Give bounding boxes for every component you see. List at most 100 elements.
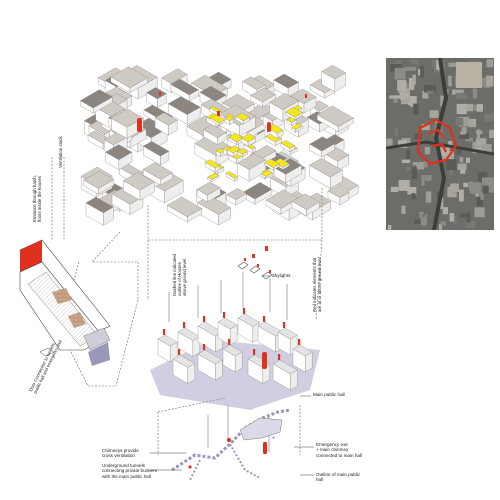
roof-block bbox=[146, 87, 167, 100]
photo-building bbox=[456, 103, 467, 115]
bunker-red-chimney bbox=[163, 329, 166, 335]
photo-building bbox=[424, 146, 431, 155]
photo-building bbox=[448, 141, 453, 149]
highlighted-house bbox=[222, 146, 231, 151]
bunker-house bbox=[272, 359, 298, 375]
highlighted-house bbox=[285, 107, 303, 118]
roof-block bbox=[309, 136, 335, 152]
photo-building bbox=[436, 59, 441, 71]
bunker-red-chimney bbox=[228, 339, 231, 345]
photo-building bbox=[408, 77, 415, 90]
bunker-house bbox=[257, 321, 283, 337]
roof-block bbox=[321, 65, 346, 80]
photo-building bbox=[389, 95, 401, 99]
photo-building bbox=[461, 127, 467, 134]
photo-building bbox=[387, 225, 392, 230]
photo-building bbox=[448, 62, 457, 67]
roof-block bbox=[242, 76, 266, 90]
bunker-red-chimney bbox=[203, 344, 206, 350]
roof-block bbox=[327, 185, 350, 198]
photo-building bbox=[421, 124, 430, 131]
roof-block bbox=[237, 153, 266, 170]
photo-building bbox=[442, 207, 448, 215]
photo-building bbox=[431, 60, 436, 68]
photo-building bbox=[407, 99, 415, 106]
highlighted-house bbox=[207, 172, 219, 180]
photo-building bbox=[475, 193, 480, 197]
highlighted-house bbox=[240, 133, 256, 143]
roof-block bbox=[167, 96, 201, 115]
photo-building bbox=[440, 221, 446, 226]
photo-building bbox=[411, 167, 417, 180]
roof-block bbox=[85, 196, 114, 214]
roof-block bbox=[110, 66, 148, 88]
underground-base bbox=[150, 340, 320, 410]
highlighted-house bbox=[224, 115, 234, 122]
photo-building bbox=[390, 186, 399, 192]
photo-building bbox=[457, 163, 467, 170]
roof-block bbox=[269, 92, 299, 111]
photo-building bbox=[425, 191, 432, 203]
photo-building bbox=[449, 213, 455, 222]
roof-block bbox=[309, 158, 343, 178]
photo-building bbox=[407, 186, 417, 195]
bunker-red-chimney bbox=[178, 349, 181, 355]
photo-building bbox=[445, 159, 457, 171]
bunker-house bbox=[222, 344, 243, 357]
photo-building bbox=[486, 59, 494, 68]
bunker-red-chimney bbox=[278, 354, 281, 360]
underground-tunnels bbox=[171, 408, 291, 481]
photo-building bbox=[409, 59, 419, 65]
roof-block bbox=[170, 78, 199, 96]
bunker-house bbox=[292, 344, 313, 357]
roof-block bbox=[196, 181, 221, 196]
main-public-hall-label: Main public hall bbox=[313, 392, 345, 397]
photo-building bbox=[456, 149, 462, 155]
photo-building bbox=[420, 65, 424, 78]
photo-building bbox=[476, 129, 480, 140]
photo-building bbox=[411, 193, 416, 200]
skylights-label: Skylights bbox=[272, 273, 291, 278]
photo-building bbox=[476, 196, 484, 207]
roof-block bbox=[316, 105, 354, 127]
photo-building bbox=[486, 75, 494, 87]
outline-hall-label: Outline of main public hall bbox=[316, 472, 361, 483]
chimneys-label: Chimneys provide cross ventilation bbox=[102, 448, 139, 459]
photo-building bbox=[401, 93, 409, 98]
roof-block bbox=[265, 189, 299, 209]
bunker-red-chimney bbox=[298, 339, 301, 345]
photo-building bbox=[429, 110, 439, 118]
bunker-red-chimney bbox=[203, 316, 206, 322]
roof-block bbox=[226, 188, 247, 200]
photo-building bbox=[452, 89, 464, 95]
photo-building bbox=[476, 130, 483, 134]
roof-block bbox=[83, 170, 115, 189]
photo-building bbox=[483, 144, 492, 154]
photo-building bbox=[458, 116, 470, 127]
photo-building bbox=[386, 138, 393, 147]
skylights-drawing bbox=[237, 258, 273, 280]
photo-building bbox=[481, 177, 494, 186]
bunker-house bbox=[217, 317, 238, 330]
photo-building bbox=[473, 104, 477, 111]
photo-building bbox=[474, 207, 485, 218]
bunker-houses-layer bbox=[150, 308, 320, 410]
photo-building bbox=[414, 219, 422, 224]
photo-building bbox=[413, 103, 419, 115]
photo-building bbox=[459, 156, 464, 163]
photo-building bbox=[459, 133, 469, 139]
photo-building bbox=[401, 159, 410, 163]
photo-building bbox=[452, 215, 457, 225]
highlighted-house bbox=[204, 159, 221, 169]
underground-tunnels-label: Underground tunnels connecting private b… bbox=[102, 463, 157, 479]
photo-building bbox=[389, 63, 402, 72]
photo-building bbox=[424, 174, 432, 182]
photo-building bbox=[455, 92, 468, 100]
photo-building bbox=[423, 85, 436, 93]
photo-building bbox=[466, 212, 471, 223]
roof-block bbox=[242, 182, 273, 200]
photo-building bbox=[427, 90, 434, 95]
bunker-house bbox=[277, 327, 298, 340]
photo-building bbox=[476, 104, 483, 112]
roof-block bbox=[161, 68, 188, 84]
